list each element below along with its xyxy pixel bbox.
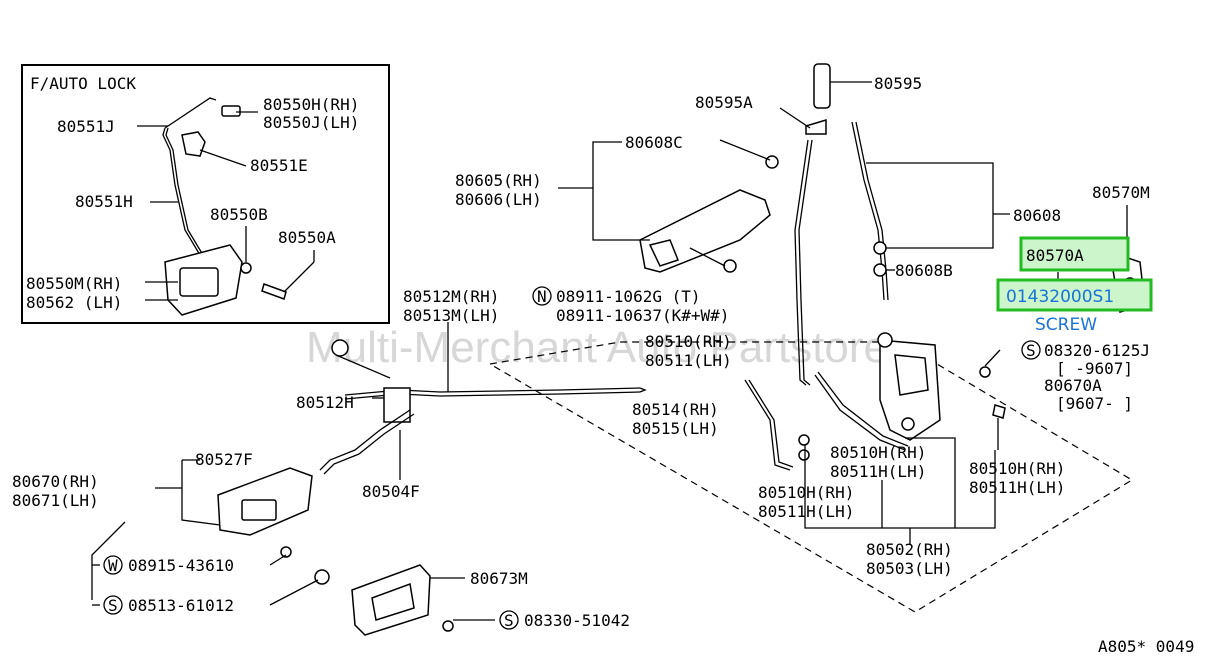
w-marker-letter: W: [108, 556, 118, 575]
label-80550J: 80550J(LH): [263, 113, 359, 132]
inset-leader-lines: [137, 111, 315, 301]
main-labels: 80595 80595A 80608C 80605(RH) 80606(LH) …: [12, 74, 1194, 656]
label-80513M: 80513M(LH): [403, 306, 499, 325]
label-80512M: 80512M(RH): [403, 287, 499, 306]
label-80510H-c: 80510H(RH): [758, 483, 854, 502]
label-9607-end: [ -9607]: [1056, 359, 1133, 378]
label-80551H: 80551H: [75, 192, 133, 211]
label-80606: 80606(LH): [455, 190, 542, 209]
n-marker-letter: N: [537, 287, 547, 306]
label-80595: 80595: [874, 74, 922, 93]
label-80550A: 80550A: [278, 228, 336, 247]
label-80608: 80608: [1013, 206, 1061, 225]
label-80562: 80562 (LH): [26, 293, 122, 312]
label-80511: 80511(LH): [645, 351, 732, 370]
label-80510H-b: 80510H(RH): [969, 459, 1065, 478]
label-80551J: 80551J: [57, 117, 115, 136]
label-80570A[interactable]: 80570A: [1026, 246, 1084, 265]
label-80670: 80670(RH): [12, 472, 99, 491]
label-80551E: 80551E: [250, 156, 308, 175]
label-80550M: 80550M(RH): [26, 274, 122, 293]
label-80504F: 80504F: [362, 482, 420, 501]
label-80550B: 80550B: [210, 205, 268, 224]
label-08915-43610: 08915-43610: [128, 556, 234, 575]
w-marker-circle: [103, 555, 123, 575]
label-80608C: 80608C: [625, 133, 683, 152]
s-marker-circle-2: [103, 595, 123, 615]
label-80511H-c: 80511H(LH): [758, 502, 854, 521]
label-80510H-a: 80510H(RH): [830, 443, 926, 462]
label-80515: 80515(LH): [632, 419, 719, 438]
callout-screw-box[interactable]: [996, 278, 1153, 312]
s-marker-letter-3: S: [504, 611, 514, 630]
label-08330-51042: 08330-51042: [524, 611, 630, 630]
s-marker-letter-1: S: [1026, 341, 1036, 360]
s-marker-circle-1: [1021, 340, 1041, 360]
label-9607-start: [9607- ]: [1056, 394, 1133, 413]
label-80671: 80671(LH): [12, 491, 99, 510]
label-80670A: 80670A: [1044, 376, 1102, 395]
callout-80570A[interactable]: 80570A: [1019, 236, 1130, 272]
label-08320-6125J: 08320-6125J: [1044, 341, 1150, 360]
inset-title: F/AUTO LOCK: [30, 74, 136, 93]
callout-screw[interactable]: 01432000S1 SCREW: [996, 278, 1153, 335]
highlight-caption[interactable]: SCREW: [1035, 315, 1097, 335]
label-80550H: 80550H(RH): [263, 95, 359, 114]
label-80512H: 80512H: [296, 393, 354, 412]
highlight-part-number[interactable]: 01432000S1: [1006, 287, 1114, 307]
inset-auto-lock: F/AUTO LOCK 80550H(RH) 80550J(LH) 80551J…: [21, 64, 390, 324]
label-80511H-a: 80511H(LH): [830, 462, 926, 481]
label-08911-10637: 08911-10637(K#+W#): [556, 306, 729, 325]
s-marker-letter-2: S: [108, 596, 118, 615]
label-80595A: 80595A: [695, 93, 753, 112]
callout-80570A-box[interactable]: [1019, 236, 1130, 272]
n-marker-circle: [532, 286, 552, 306]
label-80514: 80514(RH): [632, 400, 719, 419]
label-80503: 80503(LH): [866, 559, 953, 578]
diagram-code: A805* 0049: [1098, 637, 1194, 656]
label-80673M: 80673M: [470, 569, 528, 588]
label-80605: 80605(RH): [455, 171, 542, 190]
watermark-text: Multi-Merchant Auto Partstore: [306, 323, 888, 372]
label-80502: 80502(RH): [866, 540, 953, 559]
label-80608B: 80608B: [895, 261, 953, 280]
label-08911-1062G: 08911-1062G (T): [556, 287, 701, 306]
label-80527F: 80527F: [195, 450, 253, 469]
label-80570M: 80570M: [1092, 183, 1150, 202]
label-80511H-b: 80511H(LH): [969, 478, 1065, 497]
label-80510: 80510(RH): [645, 332, 732, 351]
inset-frame: [21, 64, 390, 324]
s-marker-circle-3: [499, 610, 519, 630]
label-08513-61012: 08513-61012: [128, 596, 234, 615]
